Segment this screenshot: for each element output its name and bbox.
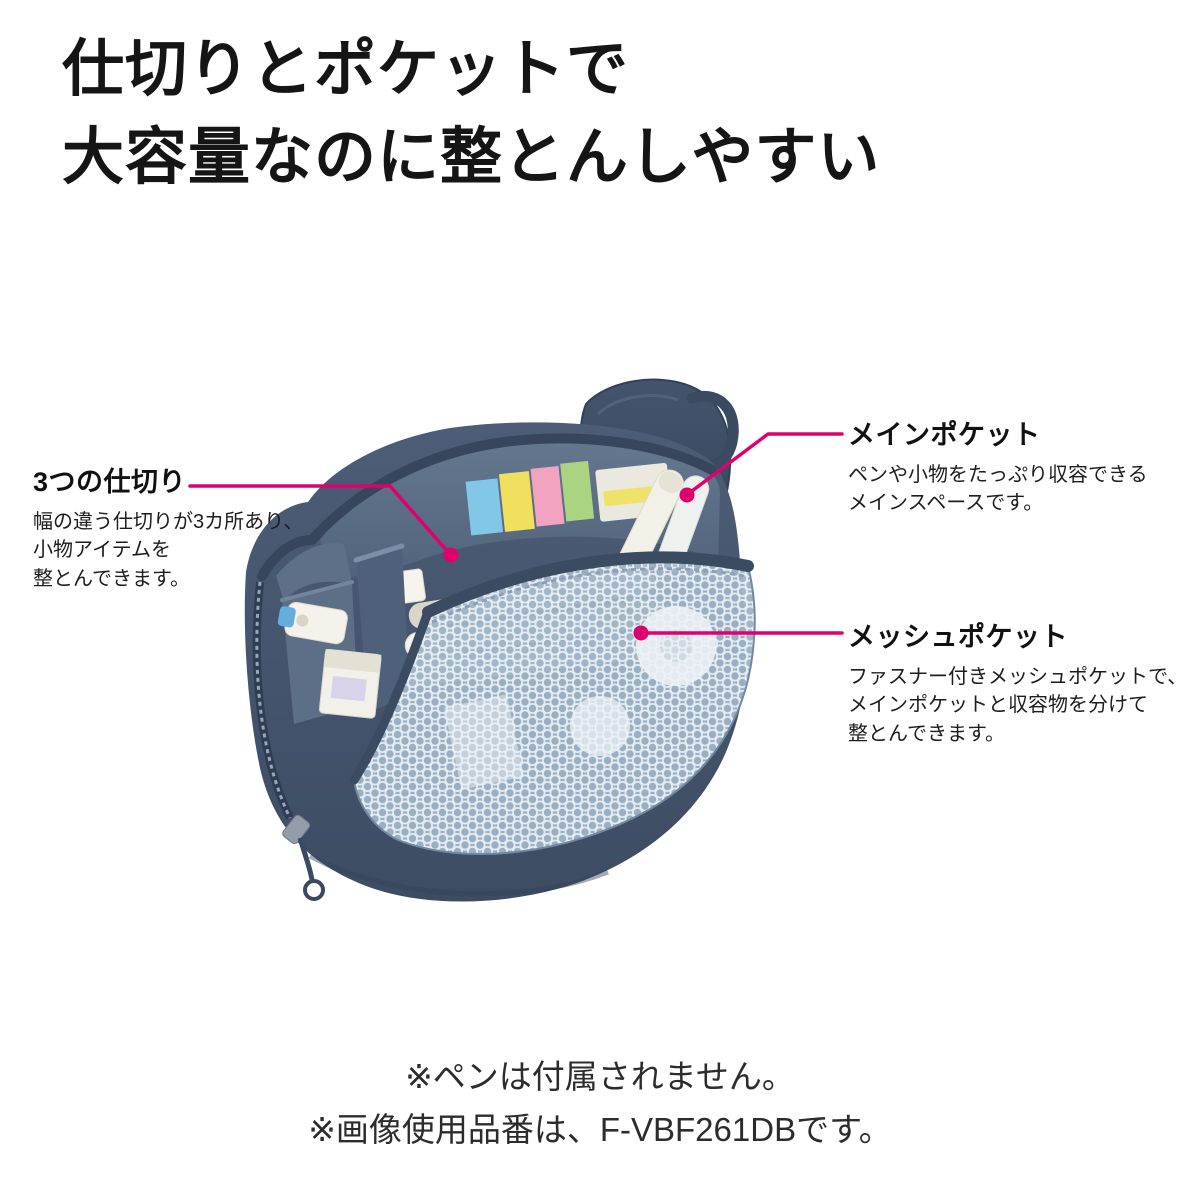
callout-dividers-body-line2: 小物アイテムを bbox=[33, 539, 171, 562]
sticky-notes bbox=[465, 460, 672, 536]
callout-dividers-body: 幅の違う仕切りが3カ所あり、 小物アイテムを 整とんできます。 bbox=[33, 508, 303, 593]
footnote-pens-not-included: ※ペンは付属されません。 bbox=[405, 1058, 795, 1095]
callout-dividers-body-line1: 幅の違う仕切りが3カ所あり、 bbox=[33, 511, 304, 533]
callout-mesh-pocket-body-line2: メインポケットと収容物を分けて bbox=[848, 694, 1148, 717]
callout-line-dividers bbox=[188, 484, 451, 555]
callout-main-pocket-body-line1: ペンや小物をたっぷり収容できる bbox=[848, 464, 1148, 486]
callout-lines bbox=[188, 432, 844, 641]
callout-line-main-pocket bbox=[686, 432, 844, 496]
callout-main-pocket: メインポケット ペンや小物をたっぷり収容できる メインスペースです。 bbox=[848, 413, 1148, 518]
left-pocket bbox=[277, 580, 382, 724]
callout-dividers-body-line3: 整とんできます。 bbox=[33, 567, 190, 590]
zipper-pull bbox=[297, 837, 315, 881]
callout-main-pocket-body: ペンや小物をたっぷり収容できる メインスペースです。 bbox=[848, 461, 1148, 518]
page-title: 仕切りとポケットで 大容量なのに整とんしやすい bbox=[62, 26, 880, 202]
callout-mesh-pocket-body-line1: ファスナー付きメッシュポケットで、 bbox=[848, 666, 1188, 688]
footnote-model-number: ※画像使用品番は、F-VBF261DBです。 bbox=[308, 1111, 892, 1149]
callout-main-pocket-body-line2: メインスペースです。 bbox=[848, 492, 1044, 515]
callout-dot-dividers bbox=[443, 547, 459, 563]
pen-4 bbox=[618, 469, 685, 575]
callout-main-pocket-title: メインポケット bbox=[848, 420, 1041, 450]
callout-dot-mesh-pocket bbox=[633, 625, 649, 641]
callout-mesh-pocket-body-line3: 整とんできます。 bbox=[848, 722, 1005, 745]
callout-dot-main-pocket bbox=[679, 487, 695, 503]
mesh-left-binding bbox=[349, 607, 433, 785]
callout-mesh-pocket-body: ファスナー付きメッシュポケットで、 メインポケットと収容物を分けて 整とんできま… bbox=[848, 663, 1187, 748]
callout-mesh-pocket: メッシュポケット ファスナー付きメッシュポケットで、 メインポケットと収容物を分… bbox=[848, 615, 1187, 748]
mesh-top-binding bbox=[422, 551, 754, 618]
page-title-line1: 仕切りとポケットで bbox=[62, 35, 630, 104]
zipper-slider bbox=[282, 814, 311, 845]
correction-tape bbox=[277, 601, 348, 645]
page-title-line2: 大容量なのに整とんしやすい bbox=[62, 123, 881, 193]
zipper bbox=[252, 581, 325, 901]
callout-dividers: 3つの仕切り 幅の違う仕切りが3カ所あり、 小物アイテムを 整とんできます。 bbox=[33, 460, 303, 593]
stamp-block bbox=[318, 648, 382, 719]
callout-mesh-pocket-title: メッシュポケット bbox=[848, 622, 1068, 652]
callout-dividers-title: 3つの仕切り bbox=[33, 467, 187, 497]
footnotes: ※ペンは付属されません。 ※画像使用品番は、F-VBF261DBです。 bbox=[0, 1050, 1200, 1157]
